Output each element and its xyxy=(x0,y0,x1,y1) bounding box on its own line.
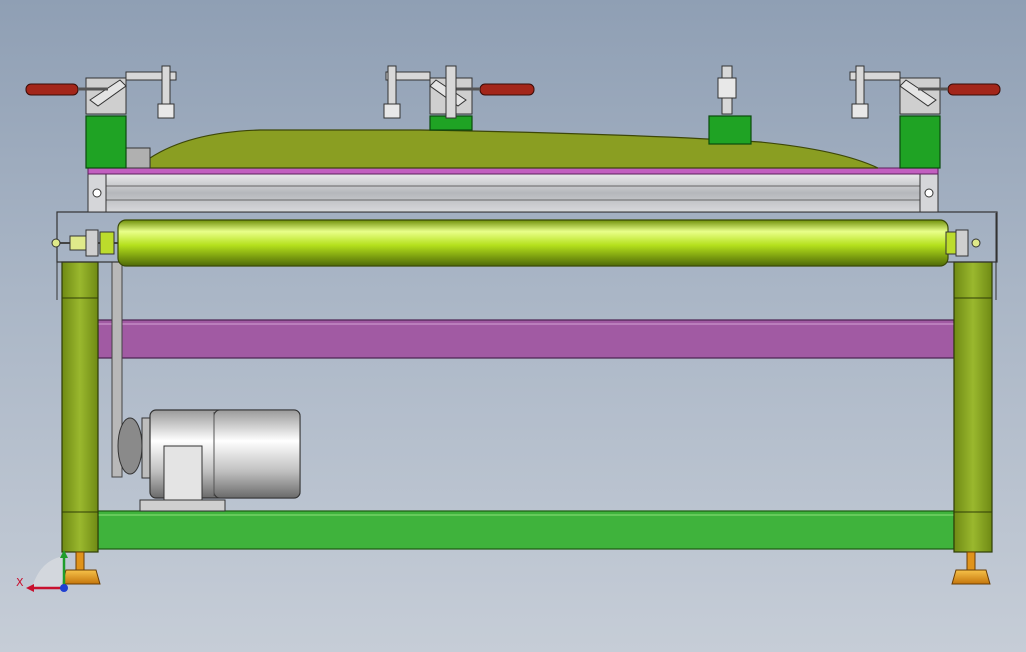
clamp-block-right xyxy=(899,115,941,169)
toggle-clamp-right xyxy=(849,65,1001,119)
upper-frame xyxy=(56,173,998,263)
x-axis-label: X xyxy=(16,576,24,589)
coordinate-triad-icon xyxy=(26,550,68,592)
purple-top-rail xyxy=(87,167,939,175)
right-leg xyxy=(953,213,997,553)
electric-motor xyxy=(117,409,301,512)
base-rail xyxy=(97,510,955,550)
clamp-block-left xyxy=(85,115,127,169)
cover-bracket-left xyxy=(123,147,151,169)
roller xyxy=(51,219,981,267)
clamp-block-center-right xyxy=(708,115,752,145)
right-leveling-foot xyxy=(951,551,991,585)
toggle-clamp-left xyxy=(25,65,177,119)
toggle-clamp-center-left xyxy=(383,65,535,119)
purple-crossbar xyxy=(97,319,955,359)
olive-cover xyxy=(149,129,879,169)
left-leveling-foot xyxy=(61,551,101,585)
toggle-clamp-center-right xyxy=(717,65,737,115)
left-leg xyxy=(56,213,99,553)
